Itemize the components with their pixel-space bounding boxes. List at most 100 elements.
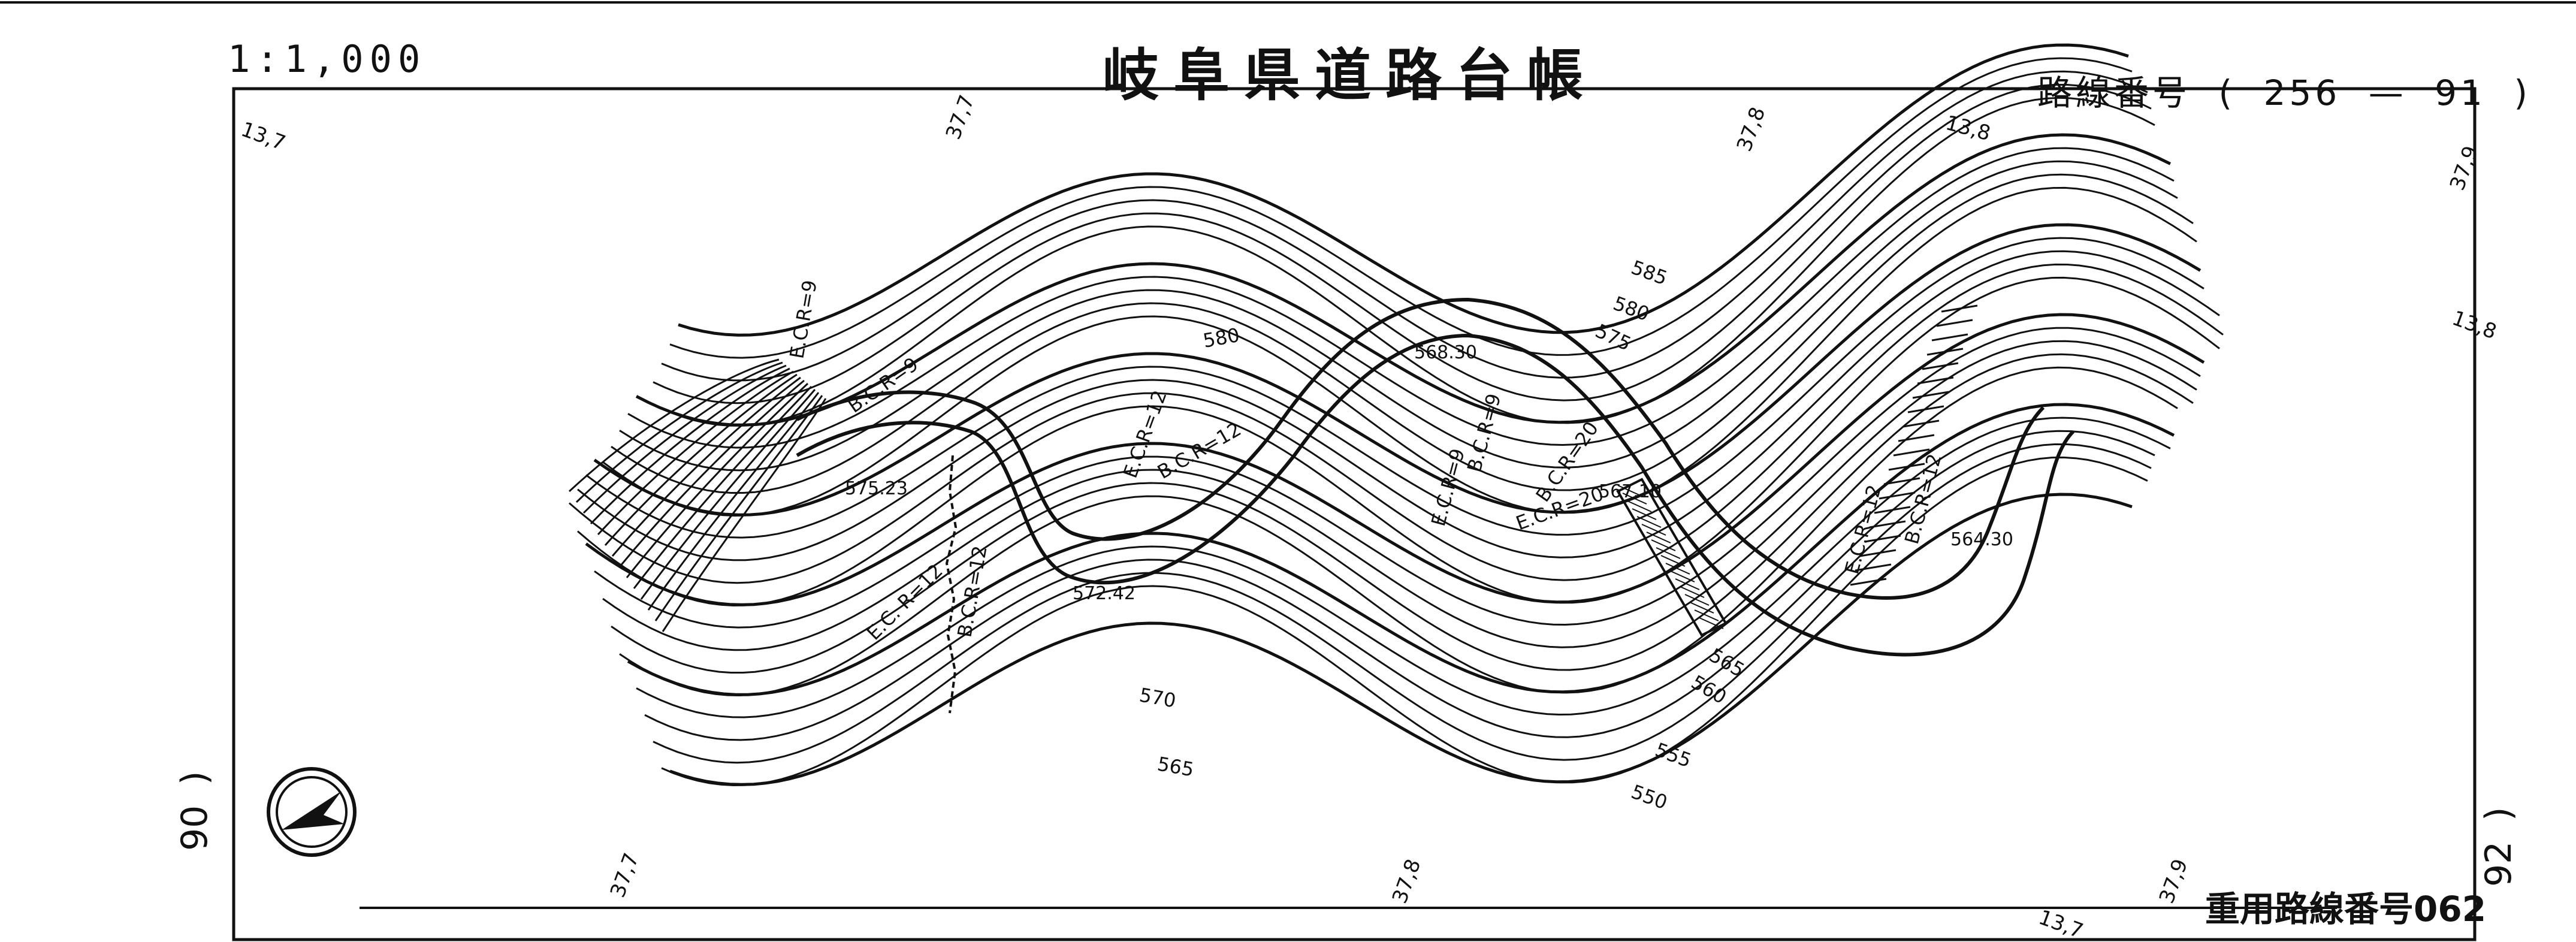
contour-line — [594, 327, 2201, 629]
contour-line — [669, 493, 2133, 786]
grid-label: 13,7 — [238, 117, 289, 155]
contour-line — [669, 57, 2133, 359]
embankment-tick — [1850, 578, 1887, 586]
grid-label: 37,7 — [941, 92, 979, 143]
hatch-mark — [1617, 485, 1642, 497]
embankment-tick — [1936, 319, 1973, 327]
contour-line — [633, 385, 813, 589]
left-sheet-paren: ) — [174, 771, 216, 785]
grid-label: 37,7 — [606, 850, 644, 901]
hatch-mark — [1627, 500, 1652, 512]
route-open-paren: ( — [2218, 73, 2236, 113]
embankment-tick — [1883, 477, 1920, 485]
contour-label: 565 — [1156, 752, 1196, 781]
contour-line — [640, 389, 816, 600]
spot-height: 567.10 — [1599, 481, 1662, 502]
contour-label: 550 — [1628, 780, 1670, 814]
contour-label: 555 — [1652, 738, 1694, 772]
embankment-tick — [1931, 333, 1968, 342]
grid-label: 37,9 — [2155, 856, 2193, 907]
contour-line — [626, 382, 809, 578]
hatch-mark — [1694, 609, 1719, 621]
left-sheet-ref: 90 — [174, 805, 216, 851]
contour-line — [593, 223, 2201, 517]
contour-line — [654, 395, 823, 621]
contour-label: 560 — [1687, 671, 1731, 708]
contour-line — [635, 133, 2172, 427]
hatch-mark — [1656, 547, 1681, 559]
contour-line — [661, 456, 2148, 787]
hatch-mark — [1651, 539, 1676, 551]
contour-line — [619, 160, 2178, 472]
contour-line — [577, 250, 2220, 561]
embankment-tick — [1912, 391, 1949, 399]
embankment-tick — [1902, 419, 1940, 428]
contour-line — [585, 237, 2204, 539]
contour-line — [611, 376, 801, 557]
contour-line — [647, 392, 820, 611]
contour-label: 585 — [1628, 256, 1670, 290]
route-number: 256 — [2263, 73, 2341, 113]
embankment-tick — [1864, 535, 1901, 543]
contour-line — [577, 276, 2220, 607]
contour-line — [585, 313, 2205, 606]
contour-line — [597, 370, 794, 536]
embankment-tick — [1888, 463, 1925, 471]
grid-label: 13,7 — [2036, 905, 2086, 942]
curve-label: E.C.R=9 — [1427, 446, 1469, 529]
embankment-tick — [1874, 506, 1911, 514]
hatch-mark — [1641, 524, 1666, 536]
contour-line — [602, 340, 2197, 651]
embankment-tick — [1893, 448, 1930, 457]
embankment-tick — [1855, 563, 1892, 572]
hatch-mark — [1684, 594, 1710, 606]
curve-label: E.C.R=9 — [785, 278, 821, 360]
embankment-tick — [1922, 362, 1959, 370]
contour-line — [627, 147, 2175, 449]
contour-line — [604, 373, 798, 546]
hatch-mark — [1699, 617, 1724, 629]
curve-label: B.C.R=9 — [844, 353, 923, 418]
contour-line — [619, 366, 2178, 697]
route-close-paren: ) — [2514, 73, 2532, 113]
map-frame — [232, 87, 2477, 941]
retaining-wall-hatching — [1617, 485, 1724, 629]
curve-label: B.C.R=12 — [953, 544, 991, 639]
contour-line — [644, 430, 2155, 741]
contour-line — [611, 353, 2194, 674]
contour-label: 570 — [1138, 683, 1178, 712]
grid-label: 37,8 — [1732, 104, 1770, 155]
embankment-tick — [1926, 348, 1964, 356]
hatch-mark — [1670, 570, 1695, 582]
retaining-wall — [1616, 478, 1728, 637]
boundary-line — [945, 455, 958, 714]
contour-lines — [568, 43, 2224, 787]
hatch-mark — [1632, 508, 1657, 520]
contour-line — [582, 364, 787, 514]
contour-line — [662, 398, 827, 632]
embankment-tick — [1879, 491, 1916, 500]
spot-height: 568.30 — [1414, 342, 1477, 363]
page-title: 岐阜県道路台帳 — [1103, 43, 1598, 108]
embankment-tick — [1869, 520, 1906, 529]
contour-line — [575, 361, 783, 503]
spot-height: 575.23 — [845, 478, 908, 499]
embankment-tick — [1907, 405, 1944, 413]
hatch-mark — [1646, 532, 1671, 544]
contour-line — [636, 416, 2171, 718]
contour-label: 580 — [1610, 292, 1652, 326]
right-sheet-ref: 92 — [2478, 841, 2520, 887]
route-number-box: 路線番号 ( 256 — 91 ) — [2037, 65, 2544, 115]
contour-line — [627, 403, 2175, 696]
contour-label: 580 — [1201, 324, 1242, 352]
spot-height: 564.30 — [1950, 529, 2013, 550]
right-sheet-paren: ) — [2478, 807, 2520, 821]
grid-label: 37,9 — [2445, 143, 2483, 194]
hatch-mark — [1675, 578, 1700, 590]
hatch-mark — [1665, 563, 1690, 575]
road-centerline-right — [796, 297, 2045, 600]
contour-line — [568, 358, 780, 493]
contour-label: 575 — [1592, 319, 1635, 355]
embankment-tick — [1941, 304, 1978, 313]
